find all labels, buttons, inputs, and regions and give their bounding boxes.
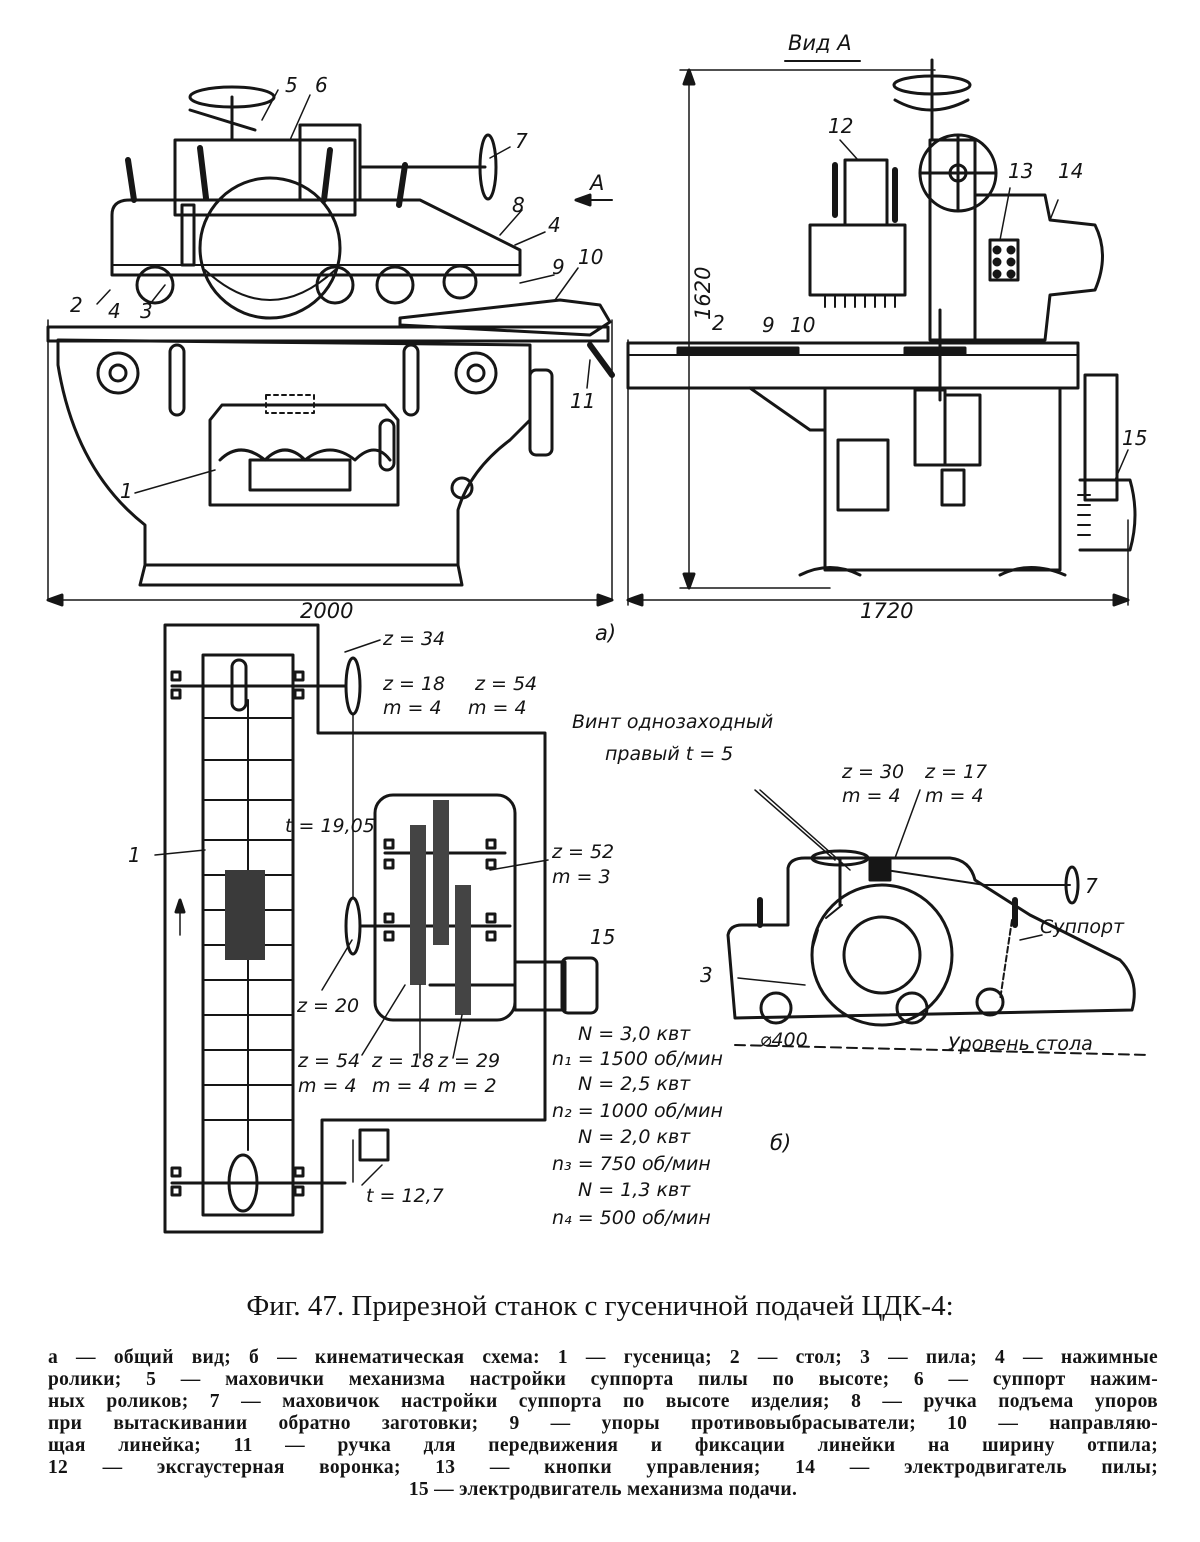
- dimension-1720: 1720: [860, 599, 913, 623]
- guide-ruler: [398, 298, 612, 337]
- motor-spec-1: N = 3,0 квт: [578, 1023, 691, 1045]
- part-label-6: 6: [315, 73, 328, 97]
- label-z30: z = 30: [841, 761, 904, 783]
- view-a-part-label-9: 9: [762, 313, 775, 337]
- label-m4-top-1: m = 4: [383, 697, 442, 719]
- legend-line-2: ролики; 5 — маховички механизма настройк…: [48, 1369, 1158, 1390]
- saw-support-scheme: [726, 856, 1136, 1020]
- subfigure-b-label: б): [770, 1131, 791, 1155]
- motor-spec-8: n₄ = 500 об/мин: [552, 1207, 711, 1229]
- saw-blade-scheme: [810, 883, 954, 1027]
- label-z54-bottom: z = 54: [297, 1050, 360, 1072]
- part-label-7: 7: [515, 129, 528, 153]
- scheme-part-label-1: 1: [128, 843, 141, 867]
- part-label-5: 5: [285, 73, 298, 97]
- scheme-part-label-7: 7: [1085, 874, 1098, 898]
- legend-line-7: 15 — электродвигатель механизма подачи.: [408, 1479, 798, 1500]
- saw-housing: [110, 198, 522, 277]
- view-a-part-label-15: 15: [1122, 426, 1147, 450]
- part-label-8: 8: [512, 193, 525, 217]
- label-z54-top: z = 54: [474, 673, 537, 695]
- label-m4-bottom-1: m = 4: [298, 1075, 357, 1097]
- press-roller-support: [173, 138, 357, 217]
- motor-spec-7: N = 1,3 квт: [578, 1179, 691, 1201]
- control-buttons-13: [988, 238, 1020, 282]
- dimension-2000: 2000: [300, 599, 353, 623]
- part-label-1: 1: [120, 479, 133, 503]
- view-a-part-label-14: 14: [1058, 159, 1083, 183]
- arrow-a-label: A: [588, 171, 604, 195]
- label-m4-right-1: m = 4: [842, 785, 901, 807]
- gearbox: [373, 793, 517, 1022]
- subfigure-a-label: а): [595, 621, 616, 645]
- view-a-title: Вид А: [788, 31, 852, 55]
- label-z29: z = 29: [437, 1050, 500, 1072]
- dimension-1620: 1620: [691, 267, 715, 320]
- part-label-11: 11: [570, 389, 595, 413]
- label-m4-bottom-2: m = 4: [372, 1075, 431, 1097]
- scheme-part-label-3: 3: [700, 963, 713, 987]
- kinematic-scheme-drawing: [154, 623, 1151, 1234]
- view-a-part-label-10: 10: [790, 313, 815, 337]
- part-label-3: 3: [140, 299, 153, 323]
- figure-legend: а — общий вид; б — кинематическая схема:…: [48, 1347, 1158, 1501]
- feed-motor-15: [1083, 373, 1119, 502]
- technical-drawing: Вид А A а) б) 1 2 3 4 4 5 6 7 8 9 10 11 …: [46, 31, 1151, 1234]
- table-level-line: [734, 1044, 1151, 1056]
- legend-line-1: а — общий вид; б — кинематическая схема:…: [48, 1347, 1158, 1368]
- view-a-part-label-12: 12: [828, 114, 853, 138]
- label-z52: z = 52: [551, 841, 614, 863]
- motor-spec-3: N = 2,5 квт: [578, 1073, 691, 1095]
- label-m2: m = 2: [438, 1075, 497, 1097]
- legend-line-6: 12 — эксгаустерная воронка; 13 — кнопки …: [48, 1457, 1158, 1478]
- label-t1905: t = 19,05: [285, 815, 375, 837]
- motor-spec-6: n₃ = 750 об/мин: [552, 1153, 711, 1175]
- handwheel-7-scheme: [1064, 865, 1080, 905]
- general-view-drawing: [46, 85, 615, 607]
- label-m4-top-2: m = 4: [468, 697, 527, 719]
- part-label-4-left: 4: [108, 299, 121, 323]
- view-a-drawing: [626, 58, 1137, 607]
- motor-spec-4: n₂ = 1000 об/мин: [552, 1100, 723, 1122]
- saw-blade: [198, 176, 342, 320]
- exhaust-hood-12: [808, 223, 907, 297]
- saw-motor-14: [973, 193, 1104, 342]
- view-a-stand: [823, 388, 1062, 572]
- motor-spec-5: N = 2,0 квт: [578, 1126, 691, 1148]
- figure-caption: Фиг. 47. Прирезной станок с гусеничной п…: [246, 1290, 954, 1322]
- part-label-2: 2: [70, 293, 83, 317]
- legend-line-5: щая линейка; 11 — ручка для передвижения…: [48, 1435, 1158, 1456]
- machine-bed: [56, 338, 532, 567]
- label-z18-bottom: z = 18: [371, 1050, 434, 1072]
- label-t127: t = 12,7: [366, 1185, 444, 1207]
- handwheel-7: [478, 133, 498, 201]
- view-a-part-label-2: 2: [712, 311, 725, 335]
- view-a-part-label-13: 13: [1008, 159, 1033, 183]
- label-diameter-400: ⌀400: [760, 1029, 808, 1051]
- caterpillar-frame: [163, 623, 547, 1234]
- scheme-part-label-15: 15: [590, 925, 615, 949]
- label-screw-line2: правый t = 5: [605, 743, 733, 765]
- label-support: Суппорт: [1040, 916, 1125, 938]
- label-z34: z = 34: [382, 628, 445, 650]
- motor-spec-2: n₁ = 1500 об/мин: [552, 1048, 723, 1070]
- label-screw-line1: Винт однозаходный: [572, 711, 773, 733]
- legend-line-3: ных роликов; 7 — маховичок настройки суп…: [48, 1391, 1158, 1412]
- part-label-10: 10: [578, 245, 603, 269]
- legend-line-4: при вытаскивании обратно заготовки; 9 — …: [48, 1413, 1158, 1434]
- view-a-column: [928, 138, 977, 342]
- part-label-9: 9: [552, 255, 565, 279]
- feed-motor-15-scheme: [513, 960, 567, 1012]
- caterpillar-window: [208, 403, 400, 507]
- label-table-level: Уровень стола: [948, 1033, 1093, 1055]
- label-m3: m = 3: [552, 866, 611, 888]
- part-label-4-right: 4: [548, 213, 561, 237]
- ruler-handle: [587, 342, 615, 378]
- label-z17: z = 17: [924, 761, 987, 783]
- label-m4-right-2: m = 4: [925, 785, 984, 807]
- table-top: [46, 325, 610, 343]
- label-z20: z = 20: [296, 995, 359, 1017]
- label-z18-top: z = 18: [382, 673, 445, 695]
